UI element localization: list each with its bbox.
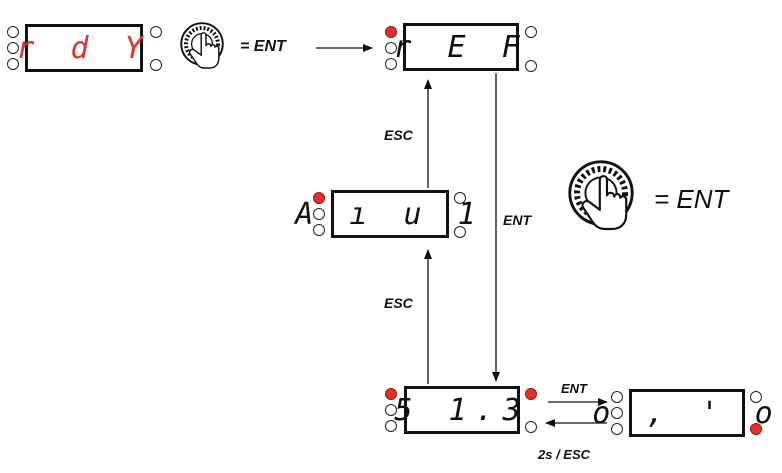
led-o1o-right-2: [750, 423, 762, 435]
label-ent-top: = ENT: [240, 38, 286, 55]
display-rdy-text: r d Y: [16, 30, 152, 66]
led-s13-left-2: [385, 404, 397, 416]
led-rdy-left-1: [7, 26, 19, 38]
label-ent-side: ENT: [561, 381, 587, 396]
knob-icon-small: [180, 22, 224, 69]
display-s13-text: 5 1.3: [394, 392, 530, 428]
led-o1o-right-1: [750, 391, 762, 403]
led-ref-right-1: [525, 26, 537, 38]
led-s13-right-2: [525, 421, 537, 433]
label-esc-lower: ESC: [384, 295, 413, 311]
led-rdy-right-2: [150, 59, 162, 71]
led-aiu1-left-3: [313, 224, 325, 236]
led-s13-right-1: [525, 388, 537, 400]
led-s13-left-3: [385, 420, 397, 432]
label-esc-upper: ESC: [384, 127, 413, 143]
label-esc-side: 2s / ESC: [538, 447, 591, 462]
led-ref-left-3: [385, 58, 397, 70]
led-rdy-right-1: [150, 26, 162, 38]
led-aiu1-left-2: [313, 208, 325, 220]
led-ref-left-1: [385, 26, 397, 38]
display-aiu1-text: A ı u 1: [295, 196, 485, 232]
display-o1o: o , ' o: [592, 389, 782, 437]
led-rdy-left-2: [7, 42, 19, 54]
display-rdy: r d Y: [16, 24, 152, 72]
label-ent-down: ENT: [503, 212, 531, 228]
display-aiu1: A ı u 1: [295, 190, 485, 238]
led-rdy-left-3: [7, 58, 19, 70]
led-s13-left-1: [385, 388, 397, 400]
led-o1o-left-2: [611, 407, 623, 419]
label-ent-big: = ENT: [654, 184, 729, 214]
display-ref-text: r E F: [393, 29, 529, 65]
led-aiu1-left-1: [313, 192, 325, 204]
led-o1o-left-3: [611, 423, 623, 435]
led-ref-left-2: [385, 42, 397, 54]
knob-icon-large: [568, 160, 634, 231]
display-ref: r E F: [393, 23, 529, 71]
led-aiu1-right-2: [454, 226, 466, 238]
led-o1o-left-1: [611, 391, 623, 403]
led-aiu1-right-1: [454, 192, 466, 204]
display-s13: 5 1.3: [394, 386, 530, 434]
display-o1o-text: o , ' o: [592, 395, 782, 431]
led-ref-right-2: [525, 60, 537, 72]
